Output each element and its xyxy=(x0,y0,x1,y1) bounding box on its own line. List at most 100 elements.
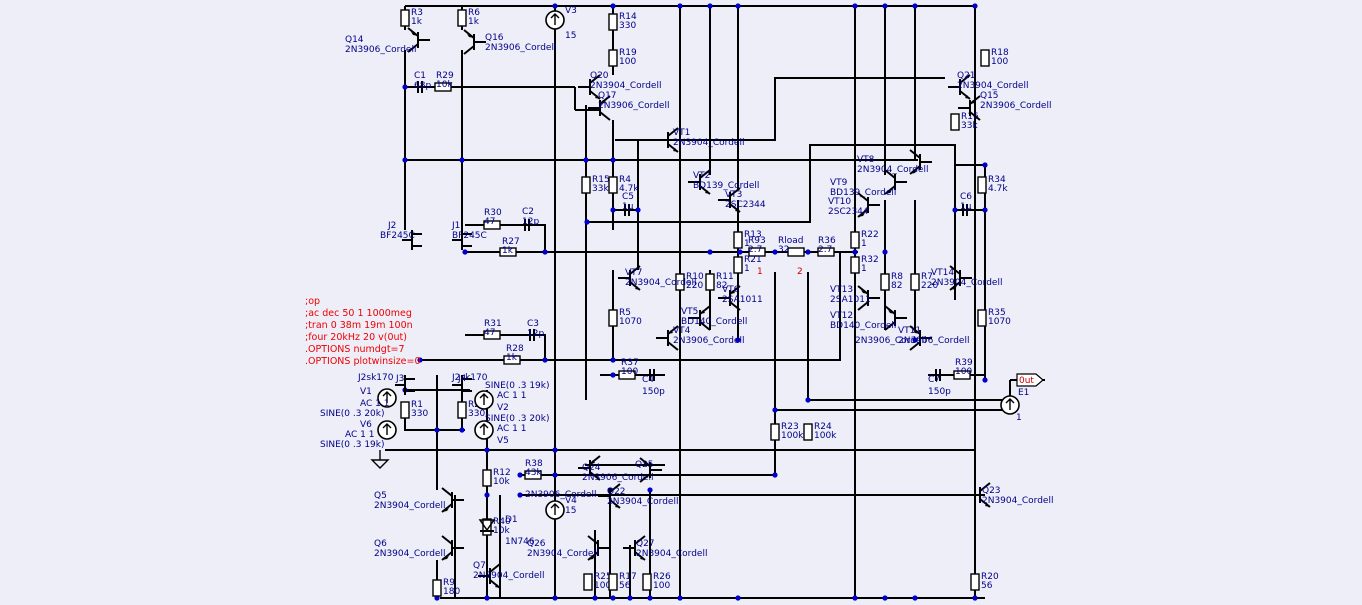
resistor-ref: R14 xyxy=(619,12,637,22)
jfet-j4[interactable]: J4 xyxy=(452,374,472,395)
jfet-j3[interactable]: J3 xyxy=(395,374,415,395)
transistor-model: 2N3904_Cordell xyxy=(636,549,707,559)
junction-dot xyxy=(735,595,741,601)
resistor-ref: R27 xyxy=(502,237,520,247)
spice-directives[interactable]: ;op ;ac dec 50 1 1000meg ;tran 0 38m 19m… xyxy=(305,296,421,367)
transistor-q25[interactable]: Q25 xyxy=(635,457,662,483)
resistor-r4[interactable]: R44.7k xyxy=(608,175,639,194)
resistor-value: 2.7 xyxy=(748,245,762,255)
source-e1[interactable]: E11 xyxy=(1000,388,1029,423)
output-node-flag[interactable]: 0ut xyxy=(1016,373,1044,387)
node-label-2: 2 xyxy=(797,267,803,277)
